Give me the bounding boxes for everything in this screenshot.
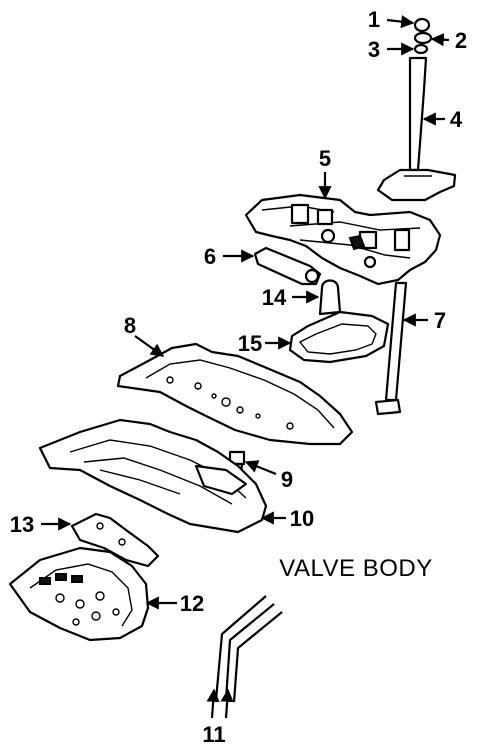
callout-10: 10 bbox=[290, 506, 314, 531]
callout-14: 14 bbox=[262, 285, 287, 310]
leader-lines bbox=[41, 15, 450, 719]
part-6-link bbox=[253, 246, 322, 286]
callout-13: 13 bbox=[10, 512, 34, 537]
part-8-separator-plate bbox=[116, 342, 354, 446]
callout-11: 11 bbox=[202, 722, 225, 747]
part-5-valve-body-upper bbox=[244, 193, 442, 286]
part-3-washer bbox=[413, 43, 429, 55]
callout-9: 9 bbox=[281, 467, 293, 492]
part-14-tube bbox=[318, 279, 342, 316]
callout-6: 6 bbox=[204, 244, 216, 269]
part-4-manual-valve-lever bbox=[376, 56, 457, 202]
callout-5: 5 bbox=[319, 146, 331, 171]
part-2-ball bbox=[413, 31, 433, 45]
part-13-plate bbox=[70, 512, 160, 568]
callout-2: 2 bbox=[455, 28, 467, 53]
part-1-cap bbox=[413, 17, 431, 33]
part-7-rod bbox=[374, 281, 408, 416]
callout-1: 1 bbox=[368, 7, 380, 32]
part-10-lower-plate bbox=[38, 418, 268, 534]
callout-8: 8 bbox=[124, 313, 136, 338]
callout-3: 3 bbox=[368, 37, 380, 62]
part-12-filter bbox=[8, 546, 150, 642]
callout-15: 15 bbox=[238, 331, 262, 356]
part-11-tubes bbox=[214, 595, 283, 703]
part-15-gasket bbox=[288, 310, 390, 364]
callout-4: 4 bbox=[450, 107, 463, 132]
callout-12: 12 bbox=[180, 591, 204, 616]
callout-7: 7 bbox=[434, 308, 446, 333]
diagram-title: VALVE BODY bbox=[279, 555, 433, 582]
